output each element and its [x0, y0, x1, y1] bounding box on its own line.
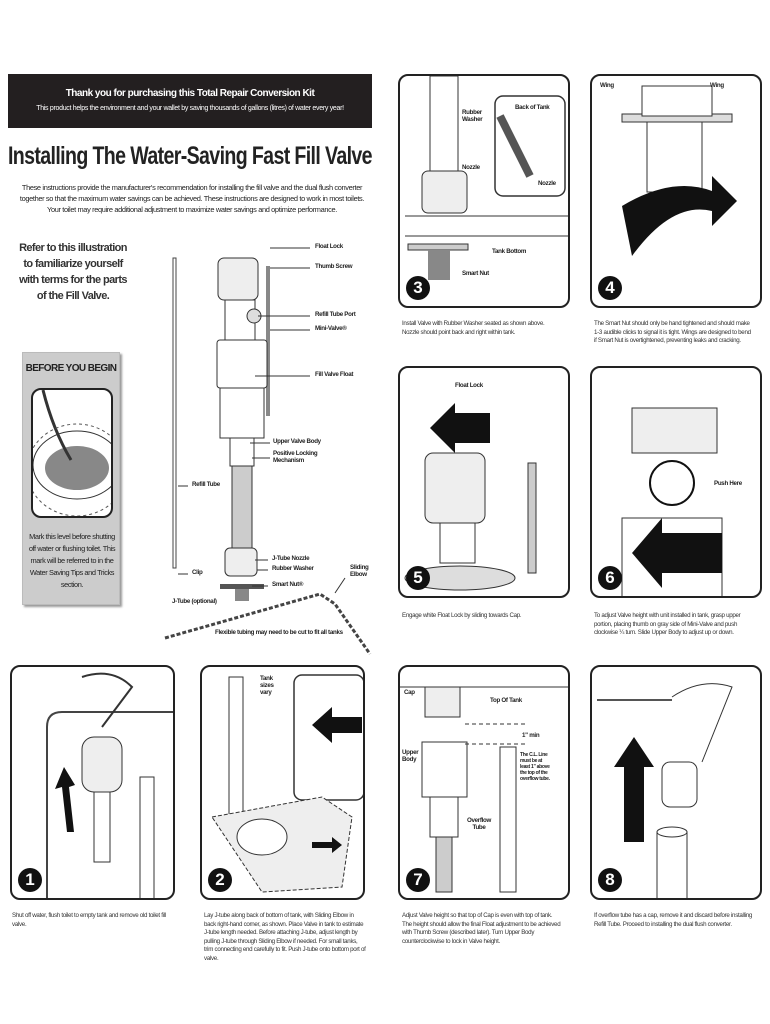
- label-push-here: Push Here: [714, 480, 742, 487]
- step-number: 3: [406, 276, 430, 300]
- step-number: 1: [18, 868, 42, 892]
- label-refill-tube: Refill Tube: [192, 481, 220, 488]
- kit-name: Total Repair Conversion Kit: [196, 88, 315, 99]
- step-number: 6: [598, 566, 622, 590]
- step-number: 4: [598, 276, 622, 300]
- label-smart-nut: Smart Nut: [462, 270, 489, 277]
- label-nozzle: Nozzle: [462, 164, 480, 171]
- step-number: 7: [406, 868, 430, 892]
- label-positive-locking: Positive Locking Mechanism: [273, 450, 318, 464]
- label-jtube-nozzle: J-Tube Nozzle: [272, 555, 310, 562]
- before-you-begin-text: Mark this level before shutting off wate…: [28, 532, 116, 589]
- label-wing-right: Wing: [710, 82, 724, 89]
- step-2-panel: Tank sizes vary 2: [200, 665, 365, 900]
- label-overflow-tube: Overflow Tube: [466, 817, 492, 831]
- label-tank-bottom: Tank Bottom: [492, 248, 527, 255]
- step-6-caption: To adjust Valve height with unit install…: [594, 612, 741, 637]
- step-8-caption: If overflow tube has a cap, remove it an…: [594, 912, 753, 928]
- label-cap: Cap: [404, 689, 415, 696]
- label-float-lock: Float Lock: [455, 382, 483, 389]
- label-top-of-tank: Top Of Tank: [490, 697, 522, 704]
- step-2-caption: Lay J-tube along back of bottom of tank,…: [204, 912, 366, 962]
- label-mini-valve: Mini-Valve®: [315, 325, 347, 332]
- banner-text: Thank you for purchasing this: [65, 88, 197, 99]
- step-number: 2: [208, 868, 232, 892]
- label-tank-sizes: Tank sizes vary: [260, 675, 274, 696]
- thank-you-banner: Thank you for purchasing this Total Repa…: [8, 74, 372, 128]
- fill-valve-illustration: [164, 247, 372, 655]
- step-4-panel: Wing Wing 4: [590, 74, 762, 308]
- banner-subtext: This product helps the environment and y…: [36, 105, 344, 112]
- label-thumb-screw: Thumb Screw: [315, 263, 353, 270]
- step-4-caption: The Smart Nut should only be hand tighte…: [594, 320, 751, 345]
- label-clip: Clip: [192, 569, 203, 576]
- label-back-of-tank: Back of Tank: [515, 104, 550, 111]
- label-wing-left: Wing: [600, 82, 614, 89]
- label-smart-nut: Smart Nut®: [272, 581, 304, 588]
- label-upper-body: Upper Body: [402, 749, 419, 763]
- toilet-bowl-illustration: [31, 388, 113, 518]
- step-1-caption: Shut off water, flush toilet to empty ta…: [12, 912, 166, 928]
- label-rubber-washer: Rubber Washer: [272, 565, 314, 572]
- page-title: Installing The Water-Saving Fast Fill Va…: [8, 142, 373, 170]
- label-nozzle-inset: Nozzle: [538, 180, 556, 187]
- step-8-panel: 8: [590, 665, 762, 900]
- step-number: 8: [598, 868, 622, 892]
- before-you-begin-heading: BEFORE YOU BEGIN: [25, 363, 117, 374]
- step-7-caption: Adjust Valve height so that top of Cap i…: [402, 912, 561, 945]
- label-rubber-washer: Rubber Washer: [462, 109, 483, 123]
- label-refill-tube-port: Refill Tube Port: [315, 311, 356, 318]
- step-1-panel: 1: [10, 665, 175, 900]
- fill-valve-parts-diagram: Float Lock Thumb Screw Refill Tube Port …: [160, 236, 390, 656]
- before-you-begin-box: BEFORE YOU BEGIN Mark this level before …: [22, 352, 120, 605]
- step-number: 5: [406, 566, 430, 590]
- step-3-panel: Rubber Washer Nozzle Back of Tank Nozzle…: [398, 74, 570, 308]
- label-upper-valve-body: Upper Valve Body: [273, 438, 321, 445]
- refer-text: Refer to this illustration to familiariz…: [19, 242, 127, 302]
- step-5-caption: Engage white Float Lock by sliding towar…: [402, 612, 522, 619]
- label-float-lock: Float Lock: [315, 243, 343, 250]
- cl-line-note: The C.L. Line must be at least 1" above …: [520, 752, 550, 782]
- label-sliding-elbow: Sliding Elbow: [350, 564, 369, 578]
- label-fill-valve-float: Fill Valve Float: [315, 371, 354, 378]
- step-7-panel: Cap Top Of Tank 1" min Upper Body The C.…: [398, 665, 570, 900]
- label-jtube: J-Tube (optional): [172, 598, 217, 605]
- flexible-tubing-note: Flexible tubing may need to be cut to fi…: [215, 629, 343, 636]
- intro-text: These instructions provide the manufactu…: [19, 183, 365, 214]
- step-6-panel: Push Here 6: [590, 366, 762, 598]
- step-3-caption: Install Valve with Rubber Washer seated …: [402, 320, 545, 336]
- step-5-panel: Float Lock 5: [398, 366, 570, 598]
- label-one-inch-min: 1" min: [522, 732, 540, 739]
